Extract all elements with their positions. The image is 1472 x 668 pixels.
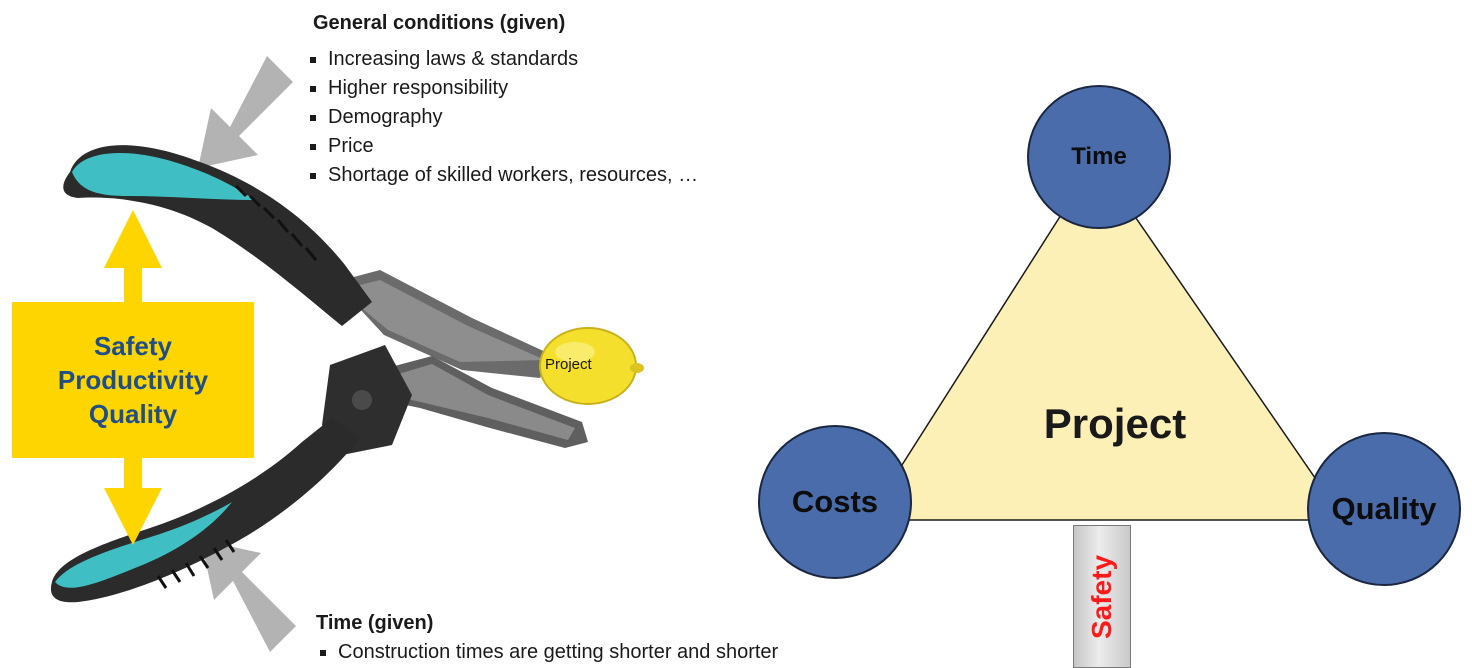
- time-given-heading: Time (given): [316, 612, 434, 634]
- list-item: Demography: [306, 103, 698, 132]
- lemon-label: Project: [545, 356, 592, 373]
- list-item: Price: [306, 132, 698, 161]
- project-triangle: [865, 158, 1346, 521]
- time-circle: Time: [1027, 85, 1171, 229]
- list-item: Shortage of skilled workers, resources, …: [306, 161, 698, 190]
- box-line-productivity: Productivity: [57, 365, 209, 395]
- general-conditions-list: Increasing laws & standards Higher respo…: [306, 45, 698, 190]
- quality-label: Quality: [1331, 491, 1437, 526]
- box-line-safety: Safety: [93, 331, 173, 361]
- time-label: Time: [1071, 143, 1127, 170]
- arrow-down-head: [104, 488, 162, 545]
- triangle-center-label: Project: [1043, 400, 1187, 447]
- list-item: Increasing laws & standards: [306, 45, 698, 74]
- pliers-illustration: [50, 56, 644, 652]
- safety-productivity-quality-box: Safety Productivity Quality: [12, 302, 254, 458]
- box-line-quality: Quality: [88, 399, 178, 429]
- arrow-up-head: [104, 210, 162, 268]
- costs-label: Costs: [791, 484, 879, 519]
- quality-circle: Quality: [1307, 432, 1461, 586]
- general-conditions-heading: General conditions (given): [313, 12, 566, 34]
- costs-circle: Costs: [758, 425, 912, 579]
- time-given-list: Construction times are getting shorter a…: [316, 638, 778, 667]
- safety-label: Safety: [1086, 554, 1117, 639]
- pressure-arrow-top: [198, 56, 293, 168]
- list-item: Higher responsibility: [306, 74, 698, 103]
- list-item: Construction times are getting shorter a…: [316, 638, 778, 667]
- pressure-arrow-bottom: [201, 540, 296, 652]
- safety-support-bar: Safety: [1073, 525, 1131, 668]
